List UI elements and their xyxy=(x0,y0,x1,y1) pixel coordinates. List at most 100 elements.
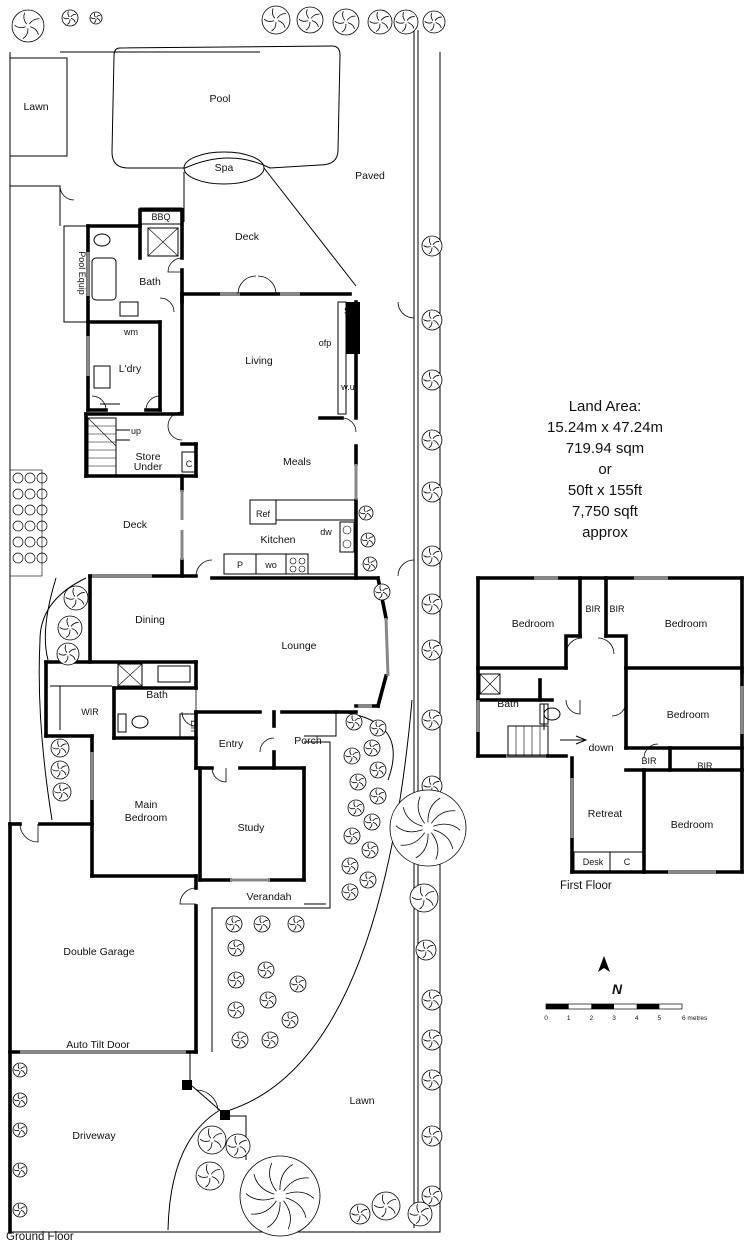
tree-icon xyxy=(12,1202,28,1218)
tree-branch xyxy=(368,880,374,885)
label-meals: Meals xyxy=(283,456,311,468)
tree-branch xyxy=(366,512,371,517)
tree-branch xyxy=(433,1000,439,1006)
tree-branch xyxy=(237,1041,241,1047)
tree-branch xyxy=(57,762,60,770)
tree-branch xyxy=(423,319,431,322)
tree-branch xyxy=(76,592,85,597)
tree-branch xyxy=(370,727,378,730)
tree-branch xyxy=(58,652,67,656)
tree-branch xyxy=(428,721,433,729)
scale-tick-label: 2 xyxy=(590,1015,594,1022)
tree-branch xyxy=(237,1033,240,1040)
tree-branch xyxy=(228,1009,236,1012)
tree-branch xyxy=(283,1200,291,1230)
tree-branch xyxy=(352,831,358,836)
label-verandah: Verandah xyxy=(247,891,292,903)
tree-branch xyxy=(428,1081,433,1089)
tree-branch xyxy=(433,786,439,792)
tree-icon xyxy=(373,583,391,601)
tree-branch xyxy=(231,917,234,924)
tree-branch xyxy=(433,650,439,656)
pool-outline xyxy=(111,45,341,169)
label-entry: Entry xyxy=(219,738,244,750)
tree-icon xyxy=(362,556,378,572)
first-floor: Bedroom BIR BIR Bedroom Bath Bedroom dow… xyxy=(476,576,744,892)
tree-branch xyxy=(429,1127,432,1136)
tree-icon xyxy=(421,1029,443,1051)
tree-branch xyxy=(367,851,371,857)
tree-icon xyxy=(259,991,277,1009)
label-lin: Lin xyxy=(189,720,199,732)
tree-branch xyxy=(366,509,372,513)
tree-icon xyxy=(421,1069,443,1091)
scale-segment xyxy=(591,1004,614,1009)
tree-icon xyxy=(61,9,79,27)
tree-branch xyxy=(429,641,432,650)
tree-branch xyxy=(234,924,240,929)
tree-branch xyxy=(334,20,345,24)
tree-branch xyxy=(380,16,389,21)
label-ff-bedroom-3: Bedroom xyxy=(667,709,710,721)
tree-branch xyxy=(238,1140,247,1145)
tree-branch xyxy=(430,810,456,824)
tree-branch xyxy=(365,540,369,546)
tree-branch xyxy=(429,711,432,720)
tree-branch xyxy=(20,1129,25,1134)
label-down: down xyxy=(588,742,613,754)
tree-branch xyxy=(378,765,384,770)
tree-branch xyxy=(432,241,440,246)
tree-branch xyxy=(375,763,378,770)
tree-branch xyxy=(432,1075,440,1080)
tree-branch xyxy=(370,769,378,772)
tree-branch xyxy=(372,743,378,748)
tree-branch xyxy=(365,881,369,887)
land-area-imperial-dims: 50ft x 155ft xyxy=(568,482,643,499)
tree-branch xyxy=(305,21,311,31)
land-area-title: Land Area: xyxy=(569,398,642,415)
tree-icon xyxy=(195,1161,225,1191)
tree-branch xyxy=(430,12,434,21)
tree-branch xyxy=(433,604,439,610)
tree-branch xyxy=(13,1169,20,1172)
tree-branch xyxy=(306,9,310,19)
tree-branch xyxy=(17,1164,20,1170)
tree-branch xyxy=(277,20,286,28)
tree-icon xyxy=(227,1001,245,1019)
label-study: Study xyxy=(238,822,266,834)
tree-icon xyxy=(50,738,70,758)
tree-branch xyxy=(70,622,79,627)
tree-branch xyxy=(375,721,378,728)
tree-branch xyxy=(364,747,372,750)
tree-branch xyxy=(251,1200,277,1215)
tree-branch xyxy=(342,891,350,894)
tree-branch xyxy=(70,18,76,23)
tree-branch xyxy=(432,645,440,650)
tree-branch xyxy=(367,843,370,850)
tree-branch xyxy=(22,28,29,39)
tree-branch xyxy=(432,1191,440,1196)
label-ff-bir-2: BIR xyxy=(609,604,625,614)
tree-branch xyxy=(386,1199,397,1205)
tree-branch xyxy=(373,1204,385,1208)
tree-branch xyxy=(400,832,426,846)
tree-branch xyxy=(344,835,352,838)
scale-segment xyxy=(546,1004,569,1009)
tree-branch xyxy=(17,1100,21,1106)
label-deck-mid: Deck xyxy=(123,519,148,531)
tree-branch xyxy=(395,20,405,24)
tree-branch xyxy=(283,1177,309,1192)
tree-branch xyxy=(349,829,352,836)
tree-branch xyxy=(298,979,304,984)
tree-branch xyxy=(395,825,423,833)
tree-branch xyxy=(233,949,237,955)
tree-branch xyxy=(428,441,433,449)
tree-icon xyxy=(421,639,443,661)
land-area-info: Land Area: 15.24m x 47.24m 719.94 sqm or… xyxy=(547,398,663,541)
tree-branch xyxy=(423,1135,431,1138)
tree-branch xyxy=(271,22,277,32)
tree-branch xyxy=(290,1020,296,1025)
tree-branch xyxy=(20,1169,25,1174)
tree-branch xyxy=(58,793,63,800)
